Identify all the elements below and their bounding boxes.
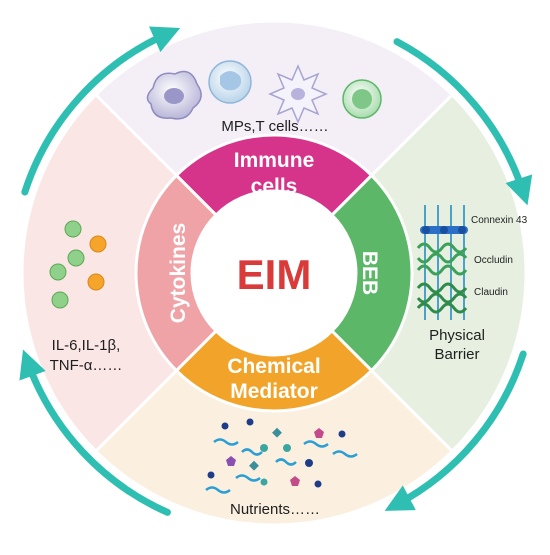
ring-label-immune-1: Immune [234, 149, 315, 172]
arrow-top-right-icon [393, 38, 533, 206]
immune-caption: MPs,T cells…… [221, 118, 328, 135]
nutrient-particles-icon [205, 418, 358, 494]
dendritic-cell-icon [268, 64, 328, 124]
macrophage-icon [146, 70, 202, 120]
junction-label-occludin: Occludin [474, 255, 513, 266]
arrow-bottom-left-icon [19, 349, 171, 516]
barrier-caption-1: Physical [429, 327, 485, 344]
center-circle [192, 191, 356, 355]
junction-label-connexin: Connexin 43 [471, 215, 528, 226]
ring-label-chemical-1: Chemical [227, 355, 320, 378]
ring-label-chemical-2: Mediator [230, 380, 318, 403]
connexin-icon [420, 226, 468, 234]
lymphocyte-icon [208, 60, 252, 104]
t-cell-icon [342, 79, 382, 119]
nutrient-caption: Nutrients…… [230, 501, 320, 518]
ring-label-cytokines: Cytokines [167, 223, 190, 323]
cytokine-dots-icon [49, 220, 107, 309]
inner-ring [134, 133, 414, 413]
center-label: EIM [237, 251, 312, 298]
tight-junction-icon [416, 205, 468, 320]
barrier-caption-2: Barrier [434, 346, 479, 363]
ring-label-beb: BEB [358, 251, 381, 295]
cytokine-caption-2: TNF-α…… [50, 357, 123, 374]
cytokine-caption-1: IL-6,IL-1β, [52, 337, 121, 354]
immune-cell-icons [146, 60, 382, 124]
junction-label-claudin: Claudin [474, 287, 508, 298]
arrow-top-left-icon [21, 26, 181, 196]
arrow-bottom-right-icon [384, 350, 527, 511]
cycle-arrows [19, 26, 533, 516]
ring-label-immune-2: cells [251, 175, 298, 198]
